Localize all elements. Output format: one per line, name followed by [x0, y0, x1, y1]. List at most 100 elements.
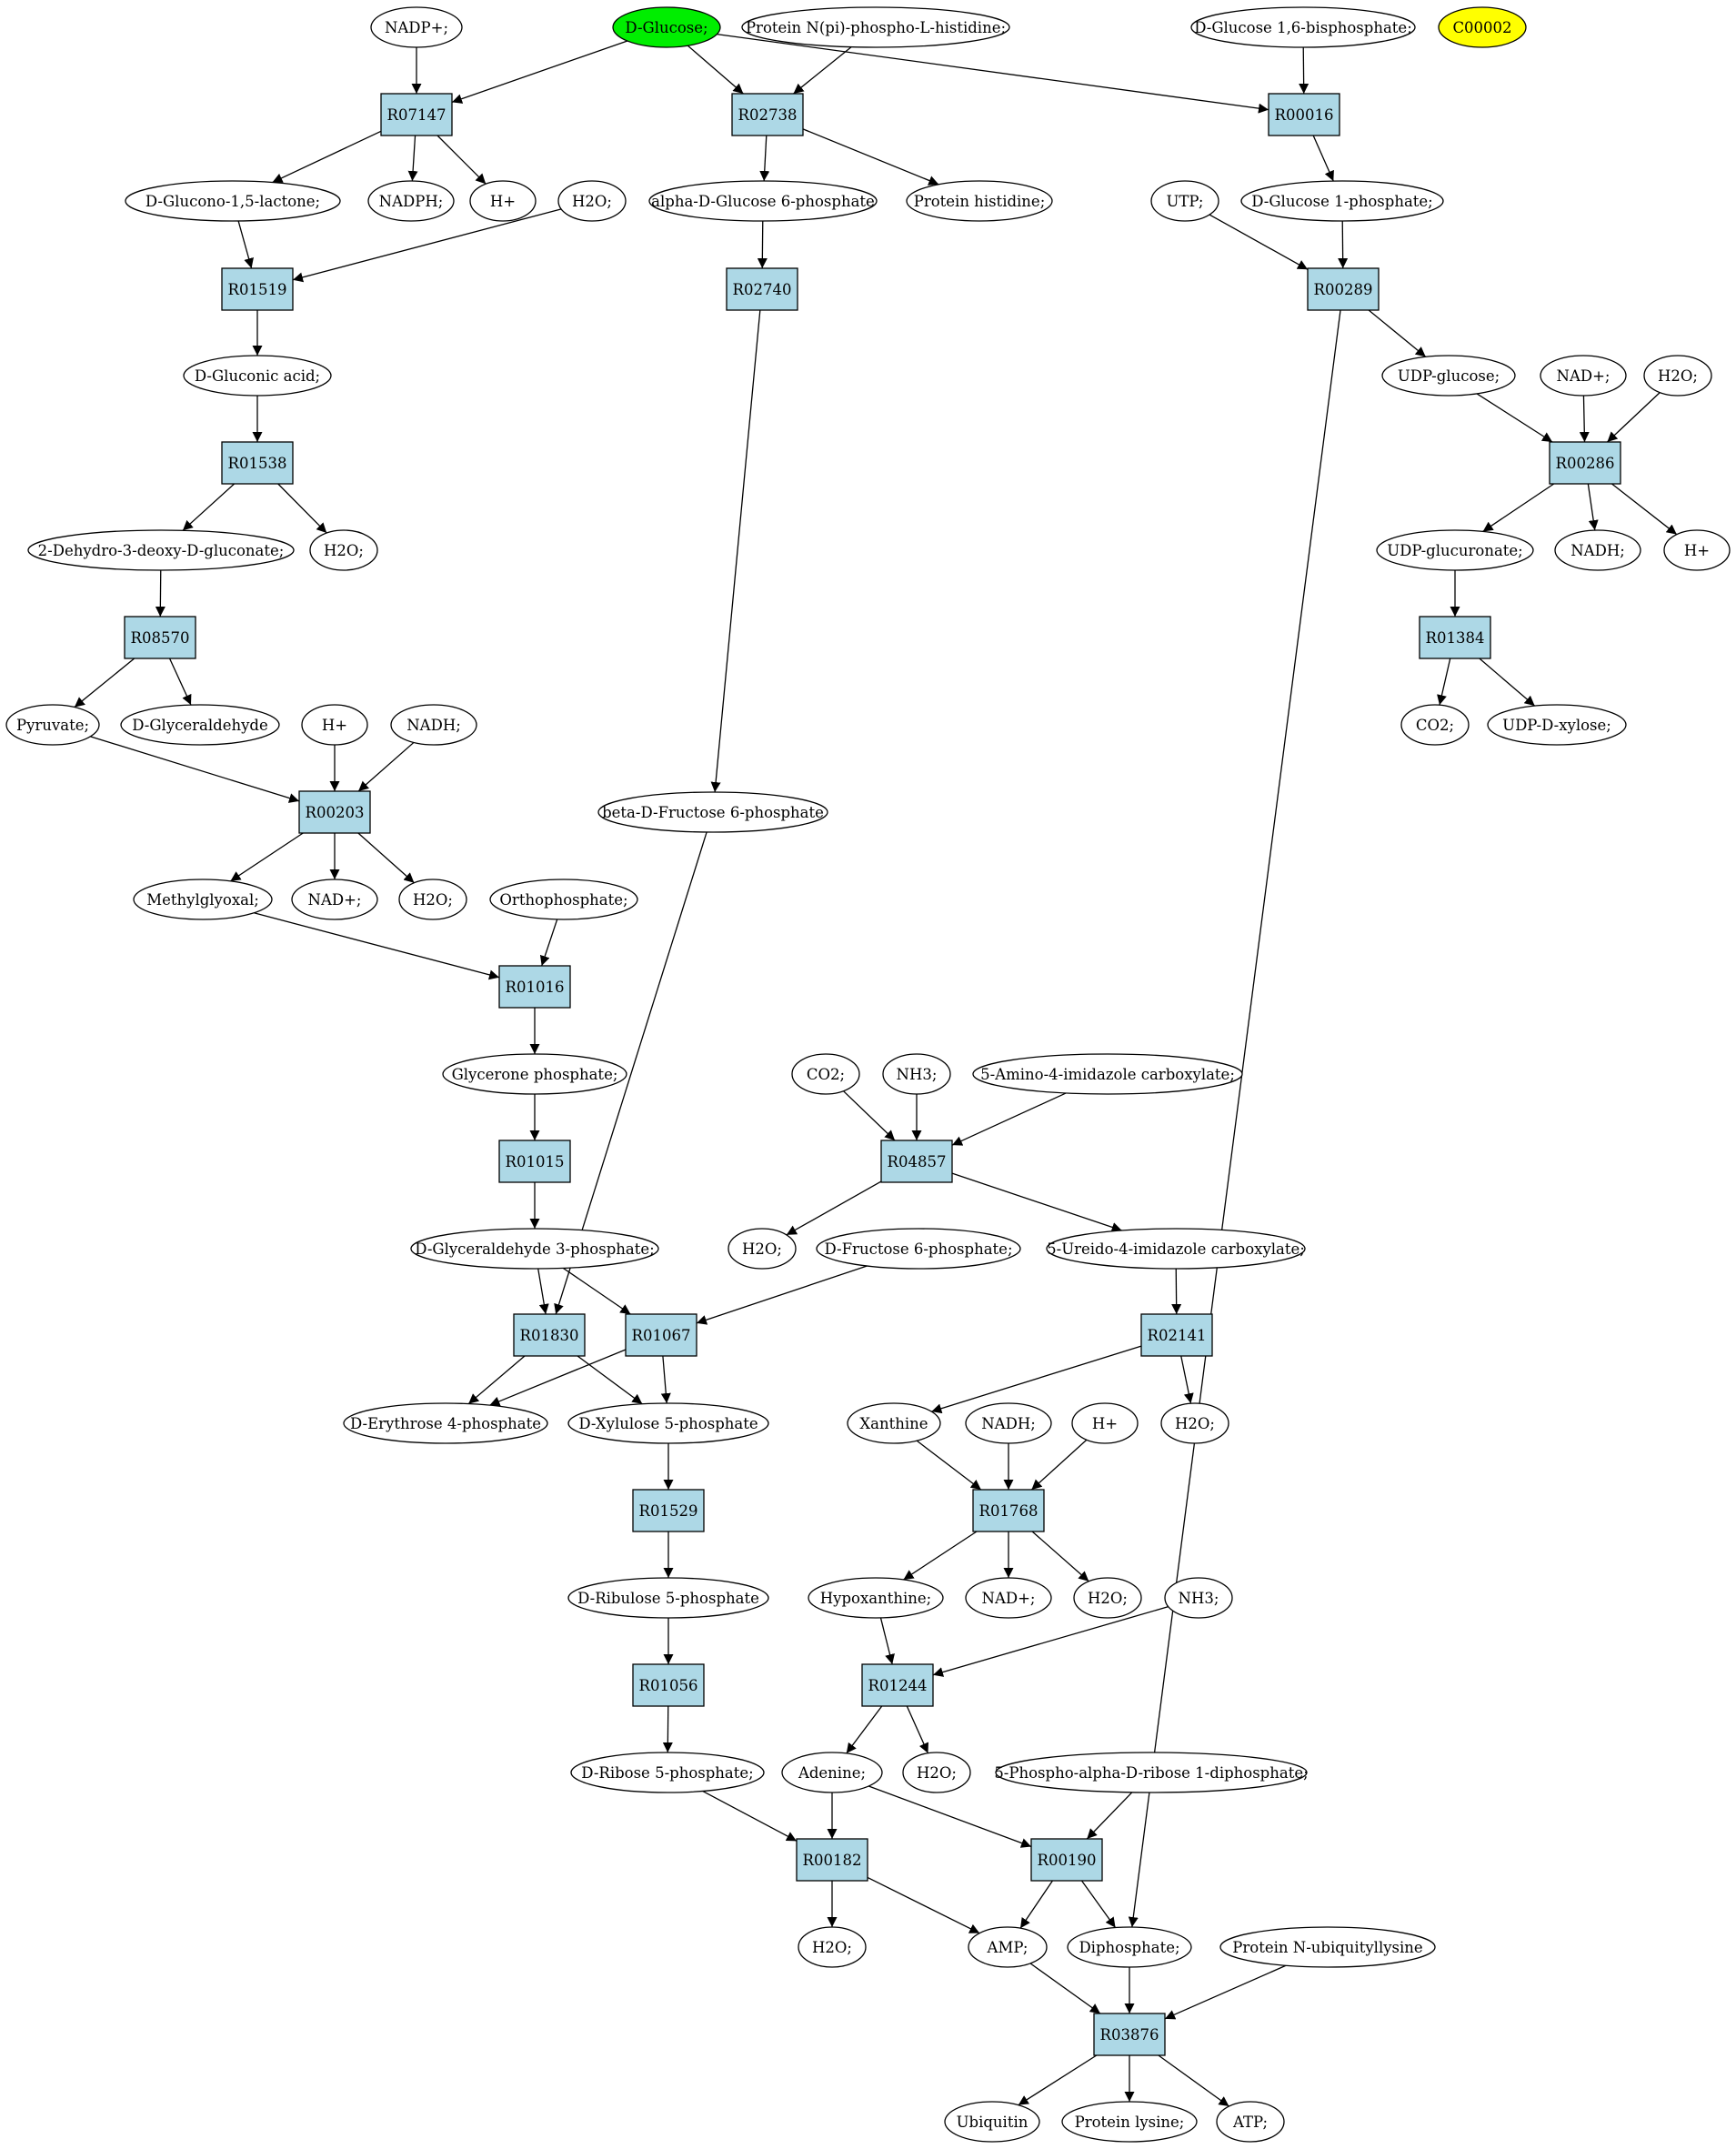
compound-node-nad_plus_2[interactable]: NAD+;	[291, 879, 378, 920]
node-label: NH3;	[897, 1066, 938, 1083]
compound-node-d_ribulose_5p[interactable]: D-Ribulose 5-phosphate	[567, 1577, 769, 1619]
node-label: D-Glucono-1,5-lactone;	[146, 193, 320, 210]
reaction-node-R01067[interactable]: R01067	[625, 1313, 697, 1357]
compound-ellipse	[1376, 529, 1534, 571]
compound-node-adenine[interactable]: Adenine;	[781, 1752, 883, 1793]
reaction-node-R01519[interactable]: R01519	[221, 267, 294, 311]
compound-node-h2o_9[interactable]: H2O;	[798, 1926, 867, 1968]
compound-node-nadh_1[interactable]: NADH;	[1554, 529, 1641, 571]
compound-node-methylglyoxal[interactable]: Methylglyoxal;	[133, 879, 273, 920]
compound-node-udp_glucuronate[interactable]: UDP-glucuronate;	[1376, 529, 1534, 571]
compound-ellipse	[781, 1752, 883, 1793]
compound-node-nad_plus_3[interactable]: NAD+;	[965, 1577, 1052, 1619]
edge-R08570-to-pyruvate	[74, 658, 135, 708]
node-label: Xanthine	[859, 1415, 928, 1432]
reaction-node-R01056[interactable]: R01056	[632, 1663, 705, 1707]
compound-node-d_glucose[interactable]: D-Glucose;	[612, 6, 721, 48]
compound-node-h2o_5[interactable]: H2O;	[728, 1228, 797, 1270]
compound-node-hplus_2[interactable]: H+	[1663, 529, 1731, 571]
reaction-node-R02740[interactable]: R02740	[726, 267, 798, 311]
compound-node-b_fructose_6p[interactable]: beta-D-Fructose 6-phosphate	[597, 791, 828, 833]
reaction-node-R00016[interactable]: R00016	[1268, 93, 1340, 136]
compound-node-protein_n_ubiquityllysine[interactable]: Protein N-ubiquityllysine	[1219, 1926, 1436, 1968]
compound-node-nadh_2[interactable]: NADH;	[390, 704, 477, 746]
reaction-node-R01768[interactable]: R01768	[972, 1489, 1045, 1532]
compound-node-d_glyceraldehyde_3p[interactable]: D-Glyceraldehyde 3-phosphate;	[410, 1228, 659, 1270]
compound-node-ad_glucose_6p[interactable]: alpha-D-Glucose 6-phosphate	[648, 180, 878, 222]
compound-node-d_fructose_6p[interactable]: D-Fructose 6-phosphate;	[816, 1228, 1021, 1270]
compound-node-nadph_1[interactable]: NADPH;	[367, 180, 455, 222]
compound-node-nadh_3[interactable]: NADH;	[965, 1402, 1052, 1444]
compound-node-hplus_4[interactable]: H+	[1071, 1402, 1139, 1444]
reaction-node-R00286[interactable]: R00286	[1549, 441, 1621, 485]
reaction-node-R01384[interactable]: R01384	[1419, 616, 1491, 659]
compound-node-aminoimidazole_carbox[interactable]: 5-Amino-4-imidazole carboxylate;	[972, 1053, 1243, 1095]
compound-node-udp_glucose[interactable]: UDP-glucose;	[1381, 355, 1516, 397]
compound-node-d_gluconic_acid[interactable]: D-Gluconic acid;	[183, 355, 332, 397]
compound-node-d_glucono_lactone[interactable]: D-Glucono-1,5-lactone;	[125, 180, 341, 222]
compound-node-diphosphate[interactable]: Diphosphate;	[1067, 1926, 1192, 1968]
compound-node-hplus_3[interactable]: H+	[301, 704, 368, 746]
compound-node-co2_2[interactable]: CO2;	[791, 1053, 860, 1095]
reaction-node-R01016[interactable]: R01016	[498, 965, 571, 1009]
compound-node-pyruvate[interactable]: Pyruvate;	[5, 704, 100, 746]
compound-node-xanthine[interactable]: Xanthine	[847, 1402, 941, 1444]
compound-node-d_glyceraldehyde[interactable]: D-Glyceraldehyde	[120, 704, 280, 746]
compound-node-atp[interactable]: ATP;	[1216, 2101, 1285, 2143]
compound-node-h2o_8[interactable]: H2O;	[902, 1752, 971, 1793]
edge-nadh_2-to-R00203	[357, 741, 415, 792]
compound-node-udp_d_xylose[interactable]: UDP-D-xylose;	[1487, 704, 1627, 746]
compound-node-dehydro_deoxy_gluconate[interactable]: 2-Dehydro-3-deoxy-D-gluconate;	[27, 529, 295, 571]
compound-node-protein_lysine[interactable]: Protein lysine;	[1061, 2101, 1198, 2143]
reaction-box	[796, 1838, 868, 1882]
compound-node-nh3_2[interactable]: NH3;	[1164, 1577, 1233, 1619]
compound-node-d_xylulose_5p[interactable]: D-Xylulose 5-phosphate	[567, 1402, 769, 1444]
reaction-node-R02141[interactable]: R02141	[1140, 1313, 1213, 1357]
compound-node-glycerone_phosphate[interactable]: Glycerone phosphate;	[442, 1053, 627, 1095]
compound-node-amp[interactable]: AMP;	[968, 1926, 1048, 1968]
compound-node-d_glucose_16bp[interactable]: D-Glucose 1,6-bisphosphate;	[1190, 6, 1416, 48]
compound-node-nh3_1[interactable]: NH3;	[882, 1053, 951, 1095]
reaction-node-R02738[interactable]: R02738	[731, 93, 804, 136]
reaction-node-R01538[interactable]: R01538	[221, 441, 294, 485]
reaction-node-R00203[interactable]: R00203	[298, 790, 371, 834]
reaction-node-R04857[interactable]: R04857	[880, 1140, 953, 1183]
compound-node-ureido_imidazole_carbox[interactable]: 5-Ureido-4-imidazole carboxylate;	[1046, 1228, 1306, 1270]
compound-node-prpp[interactable]: 5-Phospho-alpha-D-ribose 1-diphosphate;	[994, 1752, 1309, 1793]
reaction-node-R00289[interactable]: R00289	[1307, 267, 1380, 311]
edge-R03876-to-atp	[1158, 2054, 1229, 2107]
compound-node-h2o_2[interactable]: H2O;	[1643, 355, 1712, 397]
compound-node-hplus_1[interactable]: H+	[469, 180, 537, 222]
compound-node-protein_npi[interactable]: Protein N(pi)-phospho-L-histidine;	[741, 6, 1010, 48]
compound-node-ubiquitin[interactable]: Ubiquitin	[944, 2101, 1040, 2143]
compound-node-orthophosphate[interactable]: Orthophosphate;	[489, 879, 638, 920]
compound-node-utp[interactable]: UTP;	[1150, 180, 1219, 222]
compound-node-h2o_7[interactable]: H2O;	[1073, 1577, 1142, 1619]
reaction-node-R01015[interactable]: R01015	[498, 1140, 571, 1183]
compound-node-nadp_plus[interactable]: NADP+;	[370, 6, 463, 48]
reaction-node-R01830[interactable]: R01830	[513, 1313, 586, 1357]
edge-dehydro_deoxy_gluconate-to-R08570	[155, 569, 166, 618]
compound-node-d_erythrose_4p[interactable]: D-Erythrose 4-phosphate	[343, 1402, 548, 1444]
compound-node-d_ribose_5p[interactable]: D-Ribose 5-phosphate;	[570, 1752, 765, 1793]
reaction-node-R00182[interactable]: R00182	[796, 1838, 868, 1882]
reaction-node-R03876[interactable]: R03876	[1093, 2013, 1166, 2056]
reaction-node-R00190[interactable]: R00190	[1030, 1838, 1103, 1882]
compound-node-h2o_4[interactable]: H2O;	[398, 879, 467, 920]
reaction-box	[625, 1313, 697, 1357]
compound-node-co2_1[interactable]: CO2;	[1400, 704, 1470, 746]
compound-node-hypoxanthine[interactable]: Hypoxanthine;	[808, 1577, 944, 1619]
compound-node-d_glucose_1p[interactable]: D-Glucose 1-phosphate;	[1240, 180, 1444, 222]
reaction-node-R01244[interactable]: R01244	[861, 1663, 934, 1707]
reaction-node-R01529[interactable]: R01529	[632, 1489, 705, 1532]
compound-ellipse	[343, 1402, 548, 1444]
compound-node-c00002[interactable]: C00002	[1438, 6, 1527, 48]
reaction-node-R07147[interactable]: R07147	[380, 93, 453, 136]
reaction-node-R08570[interactable]: R08570	[124, 616, 196, 659]
compound-node-h2o_6[interactable]: H2O;	[1160, 1402, 1229, 1444]
compound-node-protein_histidine[interactable]: Protein histidine;	[906, 180, 1053, 222]
compound-node-h2o_1[interactable]: H2O;	[557, 180, 627, 222]
compound-node-nad_plus_1[interactable]: NAD+;	[1540, 355, 1627, 397]
node-label: R02738	[738, 106, 798, 124]
compound-node-h2o_3[interactable]: H2O;	[309, 529, 378, 571]
